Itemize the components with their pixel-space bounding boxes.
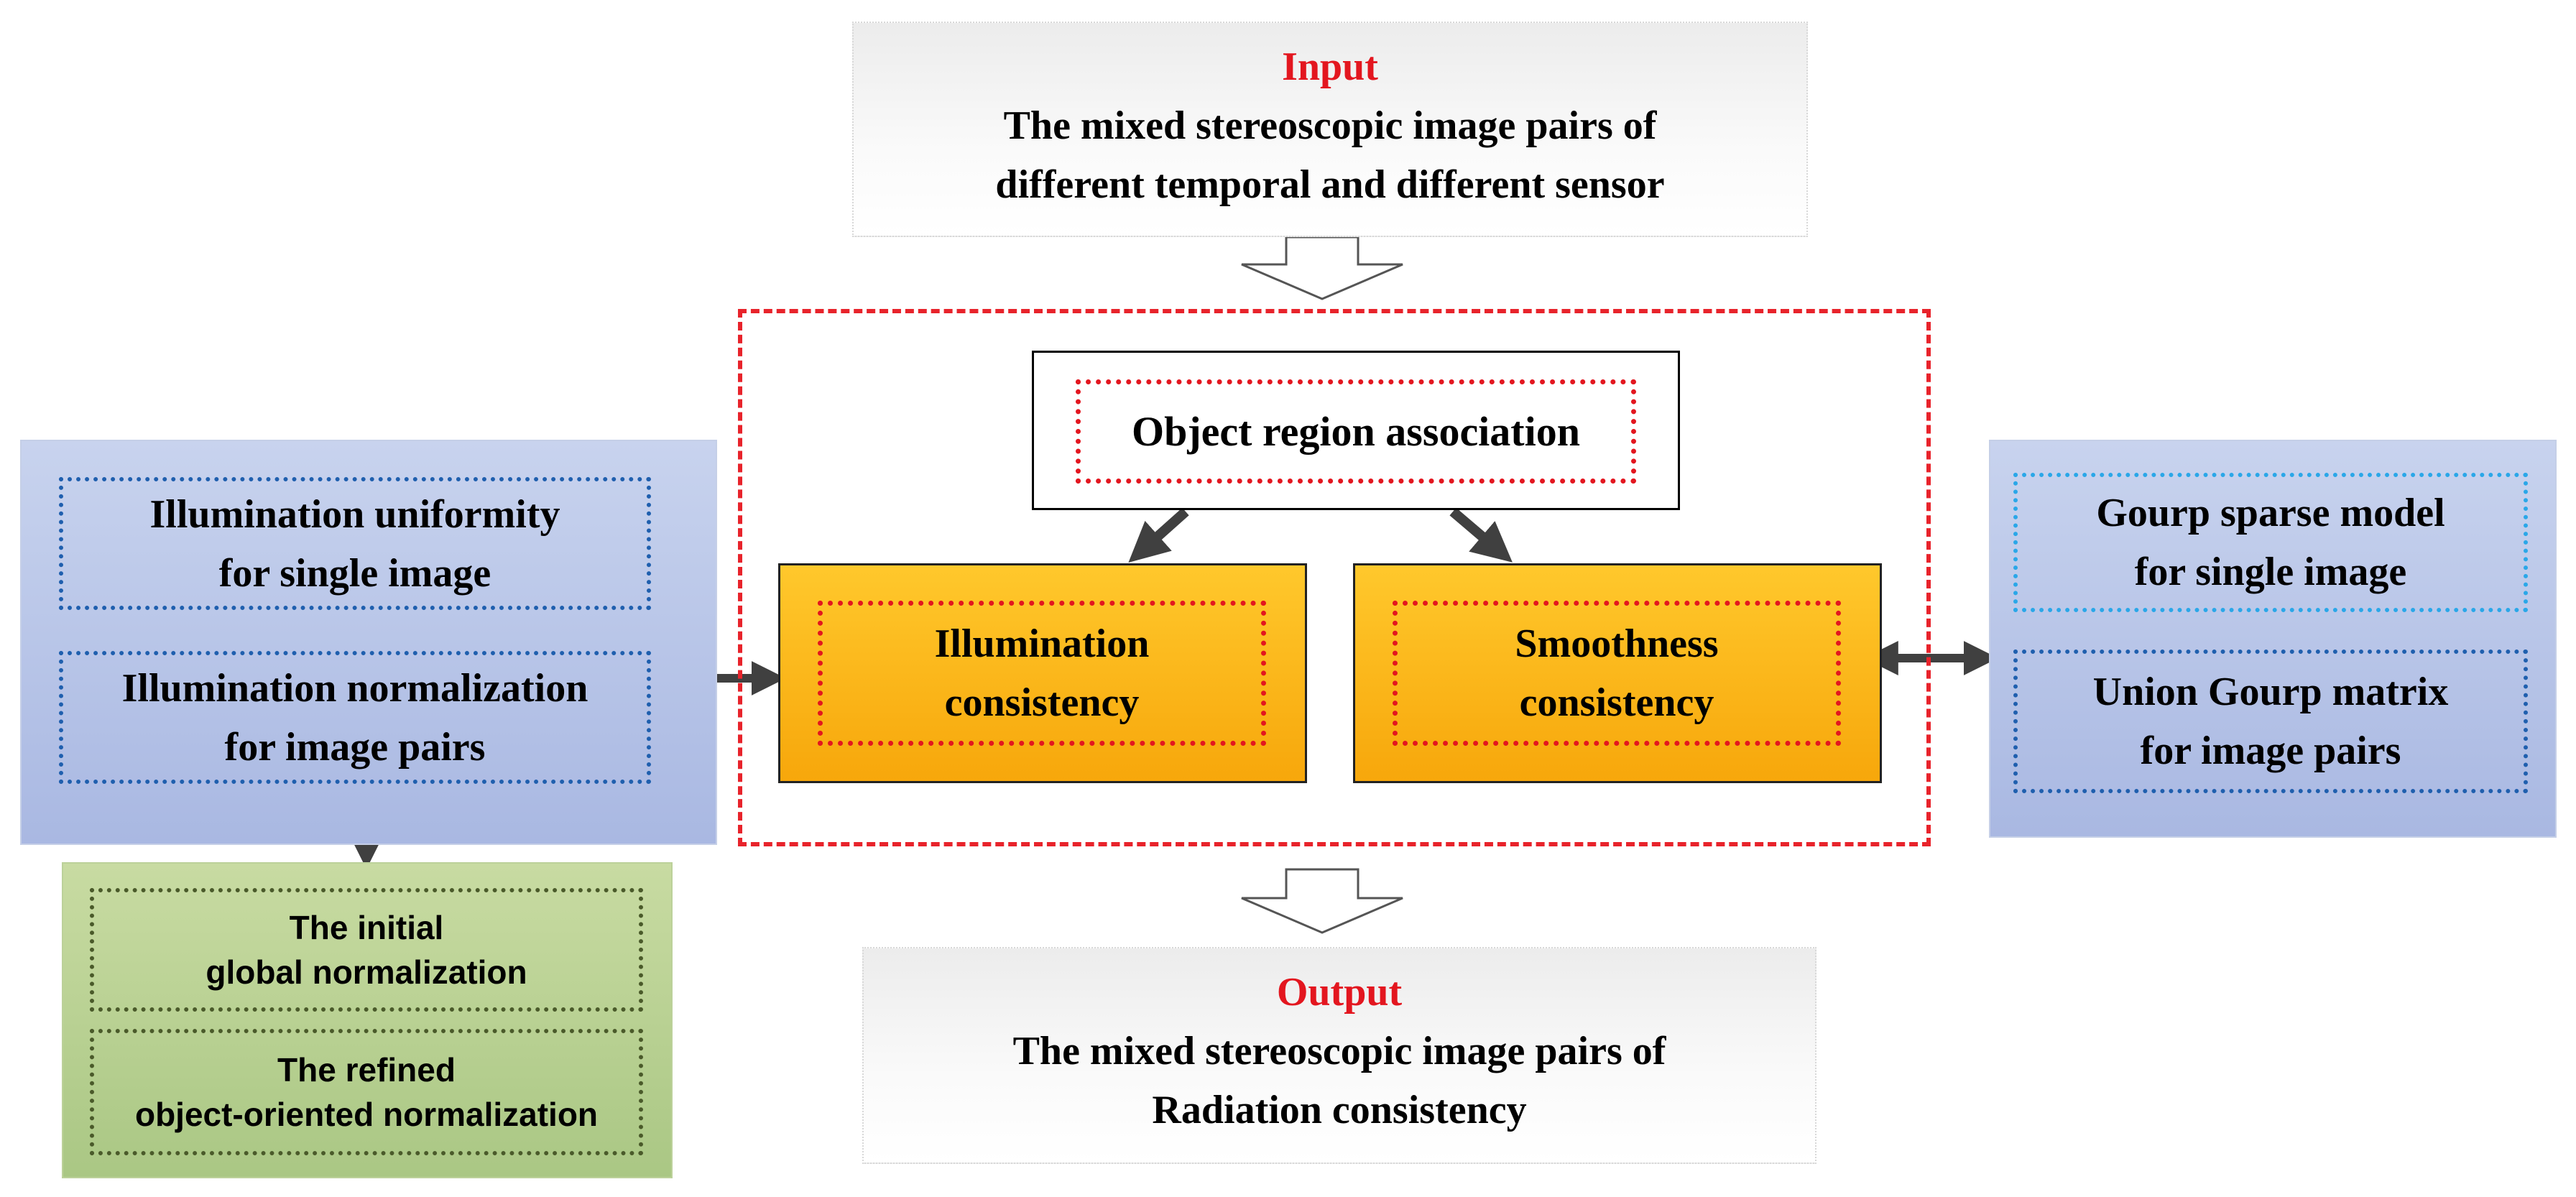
output-line-2: Radiation consistency bbox=[1152, 1088, 1527, 1132]
association-to-smoothness-arrow bbox=[1449, 507, 1513, 563]
illumination-dotted-frame bbox=[818, 601, 1266, 746]
right-sparse-panel bbox=[1989, 440, 2557, 838]
sparse-line-2: for single image bbox=[2134, 550, 2407, 594]
output-line-1: The mixed stereoscopic image pairs of bbox=[1012, 1029, 1666, 1073]
normalization-line-2: for image pairs bbox=[224, 724, 486, 770]
input-line-2: different temporal and different sensor bbox=[995, 162, 1665, 207]
initial-normalization-label: The initial global normalization bbox=[90, 888, 643, 1012]
sparse-line-1: Gourp sparse model bbox=[2096, 491, 2445, 535]
output-down-arrow bbox=[1241, 868, 1403, 934]
smoothness-dotted-frame bbox=[1393, 601, 1841, 746]
smoothness-line-2: consistency bbox=[1519, 680, 1714, 725]
output-box bbox=[862, 947, 1816, 1164]
group-sparse-model-label: Gourp sparse model for single image bbox=[2013, 473, 2528, 612]
refined-line-1: The refined bbox=[277, 1051, 456, 1089]
input-down-arrow bbox=[1241, 236, 1403, 300]
union-dotted-frame bbox=[2013, 650, 2528, 793]
illumination-normalization-label: Illumination normalization for image pai… bbox=[59, 651, 651, 784]
refined-normalization-label: The refined object-oriented normalizatio… bbox=[90, 1029, 643, 1155]
illumination-line-2: consistency bbox=[944, 680, 1140, 725]
smoothness-consistency-label: Smoothness consistency bbox=[1393, 601, 1841, 746]
normalization-line-1: Illumination normalization bbox=[121, 665, 588, 711]
normalization-stages-panel bbox=[62, 862, 673, 1178]
output-title: Output bbox=[1276, 970, 1403, 1015]
initial-line-2: global normalization bbox=[206, 953, 527, 991]
illumination-consistency-box bbox=[778, 563, 1307, 783]
illumination-consistency-label: Illumination consistency bbox=[818, 601, 1266, 746]
input-text: Input The mixed stereoscopic image pairs… bbox=[852, 29, 1808, 223]
central-dashed-frame bbox=[738, 309, 1931, 846]
uniformity-line-2: for single image bbox=[218, 550, 491, 596]
normalization-dotted-frame bbox=[59, 651, 651, 784]
uniformity-line-1: Illumination uniformity bbox=[149, 491, 560, 537]
association-text: Object region association bbox=[1132, 408, 1580, 455]
union-line-2: for image pairs bbox=[2140, 729, 2401, 773]
sparse-dotted-frame bbox=[2013, 473, 2528, 612]
input-line-1: The mixed stereoscopic image pairs of bbox=[1003, 103, 1657, 148]
union-line-1: Union Gourp matrix bbox=[2092, 670, 2449, 714]
association-to-illumination-arrow bbox=[1128, 507, 1189, 563]
refined-dotted-frame bbox=[90, 1029, 643, 1155]
left-illumination-panel bbox=[20, 440, 717, 845]
illumination-line-1: Illumination bbox=[934, 621, 1150, 666]
smoothness-consistency-box bbox=[1353, 563, 1882, 783]
uniformity-dotted-frame bbox=[59, 477, 651, 610]
association-dotted-frame bbox=[1076, 379, 1636, 484]
output-text: Output The mixed stereoscopic image pair… bbox=[862, 954, 1816, 1148]
refined-line-2: object-oriented normalization bbox=[134, 1096, 599, 1133]
initial-dotted-frame bbox=[90, 888, 643, 1012]
initial-line-1: The initial bbox=[289, 909, 444, 946]
illumination-uniformity-label: Illumination uniformity for single image bbox=[59, 477, 651, 610]
input-title: Input bbox=[1282, 45, 1378, 89]
input-box bbox=[852, 22, 1808, 237]
smoothness-line-1: Smoothness bbox=[1515, 621, 1719, 666]
union-group-matrix-label: Union Gourp matrix for image pairs bbox=[2013, 650, 2528, 793]
object-region-association-box bbox=[1032, 351, 1680, 510]
association-label: Object region association bbox=[1076, 379, 1636, 484]
